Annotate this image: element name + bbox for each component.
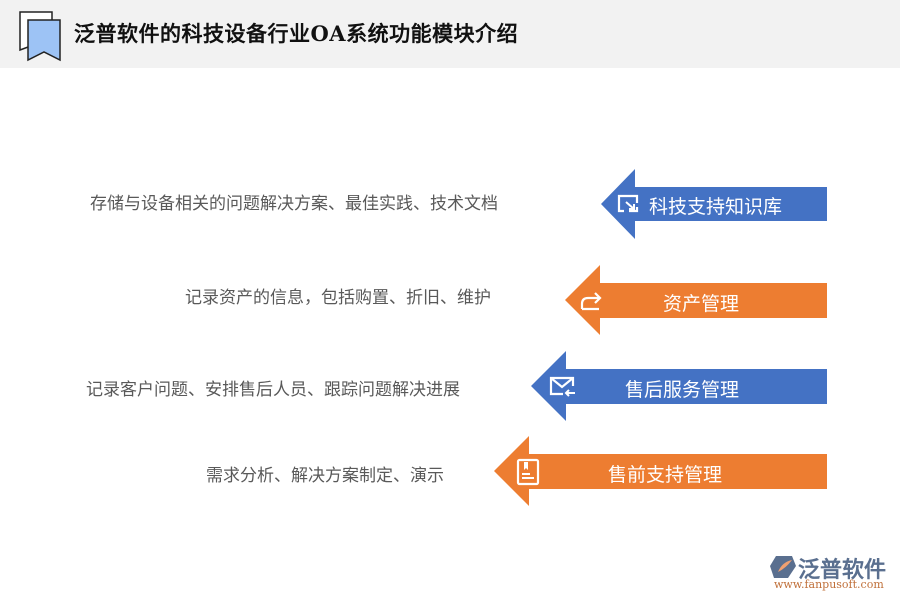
module-description: 记录客户问题、安排售后人员、跟踪问题解决进展 bbox=[86, 380, 460, 400]
module-label: 科技支持知识库 bbox=[649, 196, 783, 218]
mail-reply-icon bbox=[549, 373, 575, 399]
module-label: 资产管理 bbox=[663, 293, 740, 315]
module-arrow-knowledge-base[interactable]: 科技支持知识库 bbox=[601, 169, 827, 239]
module-arrow-asset-management[interactable]: 资产管理 bbox=[565, 265, 827, 335]
bookmark-icon bbox=[18, 10, 66, 62]
module-description: 需求分析、解决方案制定、演示 bbox=[206, 466, 444, 486]
page-title: 泛普软件的科技设备行业OA系统功能模块介绍 bbox=[74, 21, 519, 46]
module-arrow-pre-sales[interactable]: 售前支持管理 bbox=[494, 436, 827, 506]
module-description: 记录资产的信息，包括购置、折旧、维护 bbox=[185, 288, 491, 308]
screen-share-icon bbox=[615, 191, 641, 217]
document-icon bbox=[516, 458, 542, 486]
module-label: 售前支持管理 bbox=[608, 464, 723, 486]
module-description: 存储与设备相关的问题解决方案、最佳实践、技术文档 bbox=[90, 194, 498, 214]
company-logo: 泛普软件 www.fanpusoft.com bbox=[768, 552, 893, 594]
header-bar: 泛普软件的科技设备行业OA系统功能模块介绍 bbox=[0, 0, 900, 68]
logo-url: www.fanpusoft.com bbox=[774, 578, 884, 591]
logo-mark-icon bbox=[770, 556, 796, 578]
logo-name: 泛普软件 bbox=[798, 558, 887, 583]
share-arrow-icon bbox=[579, 287, 605, 313]
module-label: 售后服务管理 bbox=[625, 379, 740, 401]
module-arrow-after-sales[interactable]: 售后服务管理 bbox=[531, 351, 827, 421]
